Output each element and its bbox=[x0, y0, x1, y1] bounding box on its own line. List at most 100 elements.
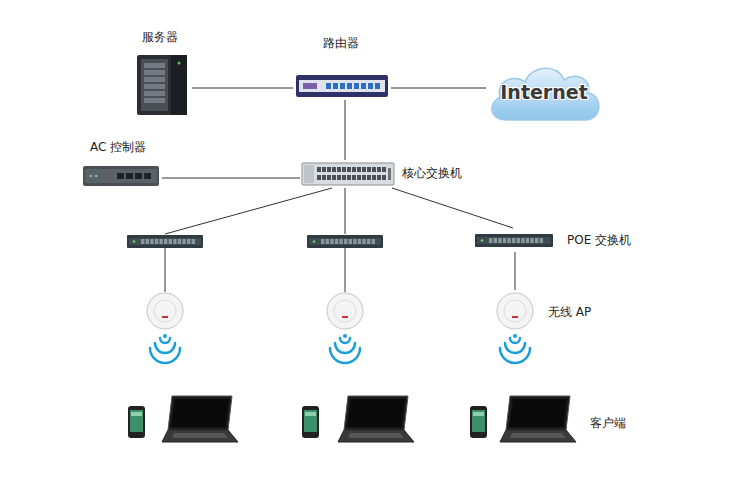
wire bbox=[165, 248, 166, 292]
poe-switch-icon bbox=[477, 237, 551, 244]
poe-switch-icon bbox=[307, 235, 383, 248]
poe-switch-icon bbox=[498, 238, 501, 243]
core-switch-icon bbox=[304, 165, 314, 183]
phone-icon bbox=[128, 406, 145, 438]
wifi-signal bbox=[505, 343, 525, 353]
poe-switch-icon bbox=[178, 239, 181, 244]
core-switch-icon bbox=[367, 175, 371, 180]
core-switch-icon bbox=[322, 175, 326, 180]
poe-switch-icon bbox=[169, 239, 172, 244]
poe-switch-icon bbox=[173, 239, 176, 244]
core-switch-icon bbox=[342, 175, 346, 180]
core-switch-icon bbox=[332, 167, 336, 172]
poe-switch-icon bbox=[326, 239, 329, 244]
laptop-icon bbox=[500, 396, 576, 442]
poe-switch-icon bbox=[141, 239, 144, 244]
poe-switch-icon bbox=[313, 240, 316, 243]
router-icon bbox=[340, 83, 345, 89]
laptop-icon bbox=[347, 399, 405, 427]
laptop-icon bbox=[509, 399, 567, 427]
poe-switch-icon bbox=[127, 235, 203, 248]
router-icon bbox=[347, 83, 352, 89]
network-link bbox=[391, 88, 486, 89]
poe-switch-icon bbox=[494, 238, 497, 243]
ac-controller-icon bbox=[85, 169, 157, 183]
ac-controller-icon bbox=[90, 175, 93, 178]
core-switch-icon bbox=[357, 167, 361, 172]
core-switch-icon bbox=[352, 167, 356, 172]
server: 服务器 bbox=[132, 28, 192, 116]
laptop-icon bbox=[500, 430, 576, 442]
network-link bbox=[515, 252, 516, 290]
server-icon bbox=[178, 62, 181, 65]
wifi-signal bbox=[500, 348, 530, 363]
poe-switch-icon bbox=[372, 239, 375, 244]
core-switch: 核心交换机 bbox=[300, 160, 475, 188]
access-point-icon bbox=[497, 293, 533, 329]
poe-switch-icon bbox=[155, 239, 158, 244]
core-switch-icon bbox=[352, 175, 356, 180]
core-switch-icon bbox=[342, 167, 346, 172]
laptop-icon bbox=[162, 396, 238, 442]
core-switch-icon bbox=[372, 175, 376, 180]
router-icon bbox=[303, 83, 317, 89]
phone-icon bbox=[302, 406, 319, 438]
device-label: 核心交换机 bbox=[402, 166, 462, 180]
phone-icon bbox=[473, 412, 484, 416]
device-label: 无线 AP bbox=[548, 305, 591, 319]
poe-switch-icon bbox=[146, 239, 149, 244]
core-switch-icon bbox=[302, 163, 394, 185]
core-switch-icon bbox=[322, 167, 326, 172]
ac-controller-icon bbox=[126, 173, 133, 179]
server-icon bbox=[144, 84, 165, 89]
poe-switch-icon bbox=[535, 238, 538, 243]
access-point-icon bbox=[504, 300, 526, 322]
core-switch-icon bbox=[337, 175, 341, 180]
ac-controller-icon bbox=[83, 166, 159, 186]
poe-switch-icon bbox=[307, 235, 383, 248]
router-icon bbox=[326, 83, 331, 89]
poe-switch-icon bbox=[503, 238, 506, 243]
phone-icon bbox=[130, 410, 143, 432]
poe-switch-icon bbox=[159, 239, 162, 244]
wire bbox=[345, 248, 346, 292]
wifi-signal bbox=[150, 348, 180, 363]
access-point-icon bbox=[334, 300, 356, 322]
wifi-signal bbox=[150, 334, 180, 363]
poe-switch-icon bbox=[164, 239, 167, 244]
poe-switch-icon bbox=[362, 239, 365, 244]
poe-switch-icon bbox=[358, 239, 361, 244]
device-label: 路由器 bbox=[323, 36, 359, 50]
server-icon bbox=[141, 59, 168, 111]
poe-switch-icon bbox=[521, 238, 524, 243]
router-icon bbox=[296, 75, 388, 97]
server-icon bbox=[144, 63, 165, 68]
phone-icon bbox=[128, 406, 145, 438]
ac-controller-icon bbox=[144, 173, 151, 179]
router-icon bbox=[333, 83, 338, 89]
core-switch-icon bbox=[362, 167, 366, 172]
poe-switch-icon bbox=[321, 239, 324, 244]
access-point-icon bbox=[327, 293, 363, 329]
server-icon bbox=[144, 98, 165, 103]
laptop-icon bbox=[348, 433, 404, 438]
server-icon bbox=[137, 55, 187, 115]
laptop-icon bbox=[510, 433, 566, 438]
phone-icon bbox=[131, 412, 142, 416]
phone-icon bbox=[304, 410, 317, 432]
router-icon bbox=[361, 83, 366, 89]
wireless-ap: 无线 AP bbox=[494, 290, 596, 332]
ac-controller: AC 控制器 bbox=[80, 138, 162, 190]
poe-switch-icon bbox=[344, 239, 347, 244]
wifi-signal bbox=[330, 348, 360, 363]
core-switch-icon bbox=[337, 167, 341, 172]
poe-switch-icon bbox=[526, 238, 529, 243]
poe-switch-icon bbox=[133, 240, 136, 243]
poe-switch-icon bbox=[192, 239, 195, 244]
poe-switch-icon bbox=[150, 239, 153, 244]
poe-switch-icon bbox=[475, 234, 553, 247]
phone-icon bbox=[470, 406, 487, 438]
phone-icon bbox=[305, 412, 316, 416]
